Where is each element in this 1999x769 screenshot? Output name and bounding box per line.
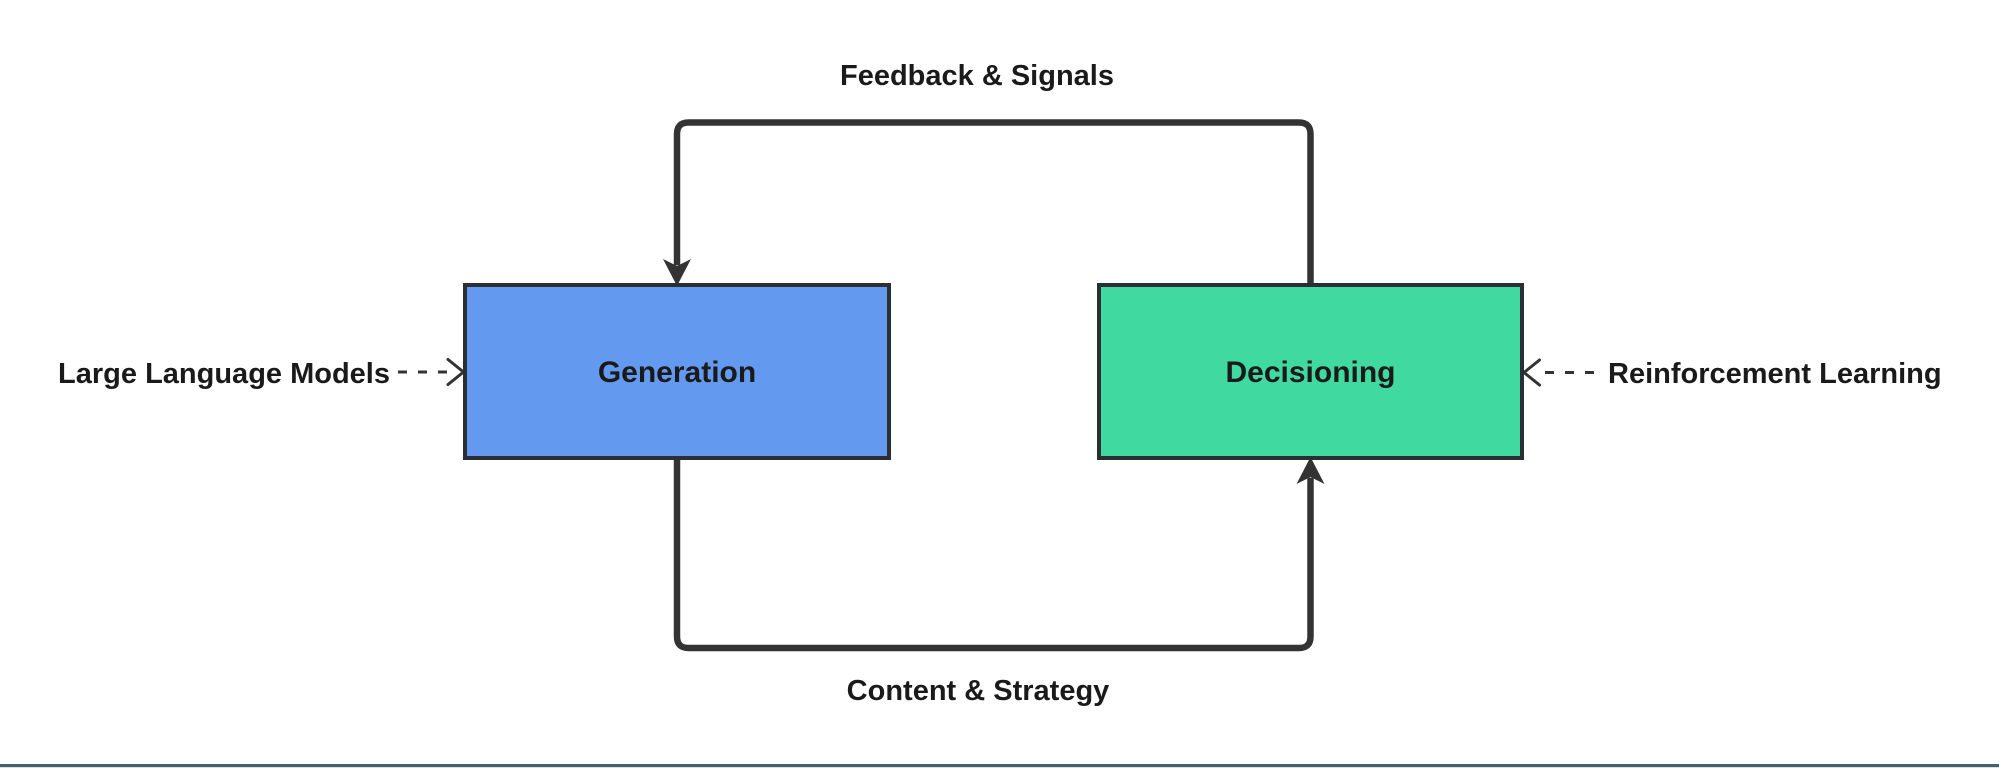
node-generation: [463, 283, 891, 460]
arrowhead-down-icon: [663, 259, 691, 286]
node-decisioning-label: Decisioning: [1225, 356, 1395, 389]
bottom-divider-bar: [0, 764, 1999, 768]
edge-feedback-signals: [673, 119, 1314, 289]
edge-content-strategy: [673, 454, 1314, 652]
node-generation-label: Generation: [598, 356, 756, 389]
arrowhead-right-icon: [446, 358, 466, 386]
edge-label-feedback-signals: Feedback & Signals: [840, 60, 1114, 92]
arrowhead-left-icon: [1521, 358, 1541, 387]
label-large-language-models: Large Language Models: [58, 358, 390, 390]
node-decisioning: [1097, 283, 1524, 460]
edge-label-content-strategy: Content & Strategy: [847, 675, 1110, 707]
arrowhead-up-icon: [1296, 457, 1325, 484]
label-reinforcement-learning: Reinforcement Learning: [1608, 358, 1942, 390]
